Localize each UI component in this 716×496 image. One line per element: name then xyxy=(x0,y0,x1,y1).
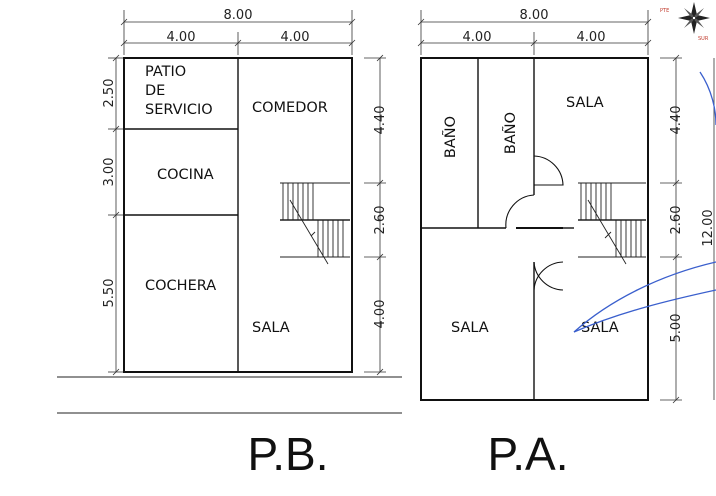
compass-bottom-label: SUR xyxy=(698,36,709,42)
pb-total-width-label: 8.00 xyxy=(224,8,253,23)
pb-title: P.B. xyxy=(248,428,329,480)
pa-total-height-label: 12.00 xyxy=(701,209,716,246)
pb-right-width-label: 4.00 xyxy=(281,30,310,45)
pb-walls xyxy=(123,57,353,373)
pa-room-bano-2: BAÑO xyxy=(502,112,519,154)
pa-staircase xyxy=(578,182,646,265)
pb-left-dim-2: 3.00 xyxy=(102,158,117,187)
pb-left-width-label: 4.00 xyxy=(167,30,196,45)
pb-room-comedor: COMEDOR xyxy=(252,100,328,116)
pa-right-dim-2: 2.60 xyxy=(669,206,684,235)
pb-room-patio-line3: SERVICIO xyxy=(145,102,213,118)
pb-top-dimensions xyxy=(120,10,356,55)
pa-top-dimensions xyxy=(417,10,652,55)
pa-right-width-label: 4.00 xyxy=(577,30,606,45)
planta-alta-plan: 8.00 4.00 4.00 4.40 2.60 5.00 12.00 xyxy=(417,8,716,480)
planta-baja-plan: 8.00 4.00 4.00 2.50 3.00 5.50 xyxy=(57,8,402,480)
pa-right-dimensions xyxy=(660,54,715,404)
pa-room-sala-right: SALA xyxy=(581,320,619,336)
pa-room-sala-left: SALA xyxy=(451,320,489,336)
pb-staircase xyxy=(280,182,350,265)
pb-ground-lines xyxy=(57,376,402,414)
pb-room-patio-line2: DE xyxy=(145,83,165,99)
pa-door-swings xyxy=(505,155,564,291)
pb-left-dimensions xyxy=(108,54,124,376)
pb-right-dim-1: 4.40 xyxy=(373,106,388,135)
pa-room-bano-1: BAÑO xyxy=(442,116,459,158)
pb-room-patio-line1: PATIO xyxy=(145,64,186,80)
pb-left-dim-3: 5.50 xyxy=(102,279,117,308)
pa-room-sala-top: SALA xyxy=(566,95,604,111)
pa-left-width-label: 4.00 xyxy=(463,30,492,45)
pa-title: P.A. xyxy=(488,428,569,480)
compass-rose-icon xyxy=(678,2,710,34)
pb-room-cocina: COCINA xyxy=(157,167,214,183)
pb-right-dimensions xyxy=(364,54,386,376)
pb-right-dim-2: 2.60 xyxy=(373,206,388,235)
pa-walls xyxy=(420,57,649,401)
pb-room-sala: SALA xyxy=(252,320,290,336)
pa-right-dim-1: 4.40 xyxy=(669,106,684,135)
blue-annotation-stroke xyxy=(573,71,716,333)
compass-top-label: PTE xyxy=(660,8,669,14)
pb-room-cochera: COCHERA xyxy=(145,278,216,294)
pb-right-dim-3: 4.00 xyxy=(373,300,388,329)
pa-total-width-label: 8.00 xyxy=(520,8,549,23)
pa-right-dim-3: 5.00 xyxy=(669,314,684,343)
pb-left-dim-1: 2.50 xyxy=(102,79,117,108)
